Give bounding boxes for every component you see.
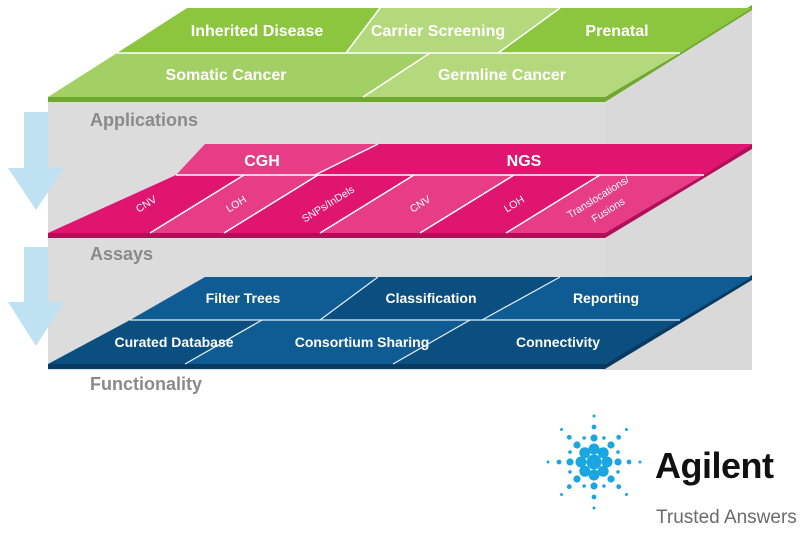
tile-carrier-screening[interactable] (346, 8, 560, 53)
group-cgh[interactable] (176, 144, 378, 175)
logo-dot (573, 441, 581, 449)
applications-layer: Inherited Disease Carrier Screening Pren… (48, 5, 752, 102)
tile-label: Somatic Cancer (166, 67, 287, 84)
tile-label: Connectivity (516, 334, 600, 350)
logo-dot (556, 459, 562, 465)
tile-label: Consortium Sharing (295, 334, 430, 350)
flow-arrows (8, 112, 64, 346)
logo-dot (626, 459, 632, 465)
tile-filter-trees[interactable] (130, 277, 378, 320)
group-ngs[interactable] (315, 144, 752, 175)
tile-reporting[interactable] (482, 277, 752, 320)
tile-loh-cgh[interactable] (150, 175, 318, 233)
logo-dot (568, 470, 572, 474)
tile-label: Reporting (573, 290, 639, 306)
agilent-spark-icon (546, 414, 642, 510)
tile-germline-cancer[interactable] (363, 53, 680, 97)
logo-dot (591, 494, 597, 500)
logo-dot (546, 460, 550, 464)
logo-dot (607, 441, 615, 449)
logo-dot (625, 428, 628, 431)
tile-inherited-disease[interactable] (117, 8, 380, 53)
logo-dot (638, 460, 642, 464)
functionality-layer: Filter Trees Classification Reporting Cu… (48, 275, 752, 369)
tile-loh-ngs[interactable] (420, 175, 600, 233)
tile-consortium-sharing[interactable] (185, 320, 470, 364)
tile-curated-database[interactable] (48, 320, 262, 364)
group-label: NGS (507, 153, 542, 170)
tile-label: Classification (385, 290, 476, 306)
logo-dot (566, 458, 574, 466)
logo-dot (579, 447, 591, 459)
logo-dot (582, 484, 586, 488)
down-arrow-icon (8, 112, 64, 210)
tile-label: Carrier Screening (371, 23, 505, 40)
logo-dot (591, 424, 597, 430)
layer-title-functionality: Functionality (90, 374, 202, 394)
logo-dot (590, 482, 598, 490)
layer-title-assays: Assays (90, 244, 153, 264)
logo-dot (602, 436, 606, 440)
logo-dot (625, 493, 628, 496)
logo-dot (573, 475, 581, 483)
logo-dot (616, 434, 622, 440)
logo-dot (588, 469, 600, 481)
tile-cnv-ngs[interactable] (320, 175, 514, 233)
tile-label: Germline Cancer (438, 67, 566, 84)
logo-dot (592, 506, 596, 510)
logo-dot (602, 484, 606, 488)
tile-label: Curated Database (114, 334, 233, 350)
logo-dot (579, 465, 591, 477)
logo-dot (592, 414, 596, 418)
logo-dot (590, 434, 598, 442)
tile-label: Filter Trees (206, 290, 281, 306)
group-label: CGH (244, 153, 280, 170)
tile-prenatal[interactable] (498, 8, 752, 53)
brand-name: Agilent (655, 445, 774, 486)
logo-dot (597, 465, 609, 477)
logo-dot (568, 450, 572, 454)
tile-classification[interactable] (320, 277, 560, 320)
tile-cnv-cgh[interactable] (48, 175, 244, 233)
tile-label: Prenatal (585, 23, 648, 40)
logo-dot (601, 456, 613, 468)
tile-snps-indels[interactable] (224, 175, 414, 233)
logo-dot (582, 436, 586, 440)
logo-dot (614, 458, 622, 466)
logo-dot (616, 470, 620, 474)
logo-dot (566, 434, 572, 440)
tile-somatic-cancer[interactable] (48, 53, 430, 97)
tile-label: Inherited Disease (191, 23, 324, 40)
logo-dot (607, 475, 615, 483)
logo-dot (586, 454, 602, 470)
logo-dot (560, 493, 563, 496)
logo-dot (588, 443, 600, 455)
tile-translocations-fusions[interactable] (506, 175, 704, 233)
brand-logo: Agilent Trusted Answers (546, 414, 797, 528)
logo-dot (566, 484, 572, 490)
logo-dot (616, 484, 622, 490)
tile-connectivity[interactable] (393, 320, 680, 364)
logo-dot (575, 456, 587, 468)
logo-dot (560, 428, 563, 431)
assays-layer: CGH NGS CNV LOH SNPs/InDels CNV LOH Tran… (48, 143, 752, 238)
logo-dot (597, 447, 609, 459)
layer-title-applications: Applications (90, 110, 198, 130)
logo-dot (616, 450, 620, 454)
down-arrow-icon (8, 247, 64, 346)
brand-tagline: Trusted Answers (656, 507, 797, 528)
